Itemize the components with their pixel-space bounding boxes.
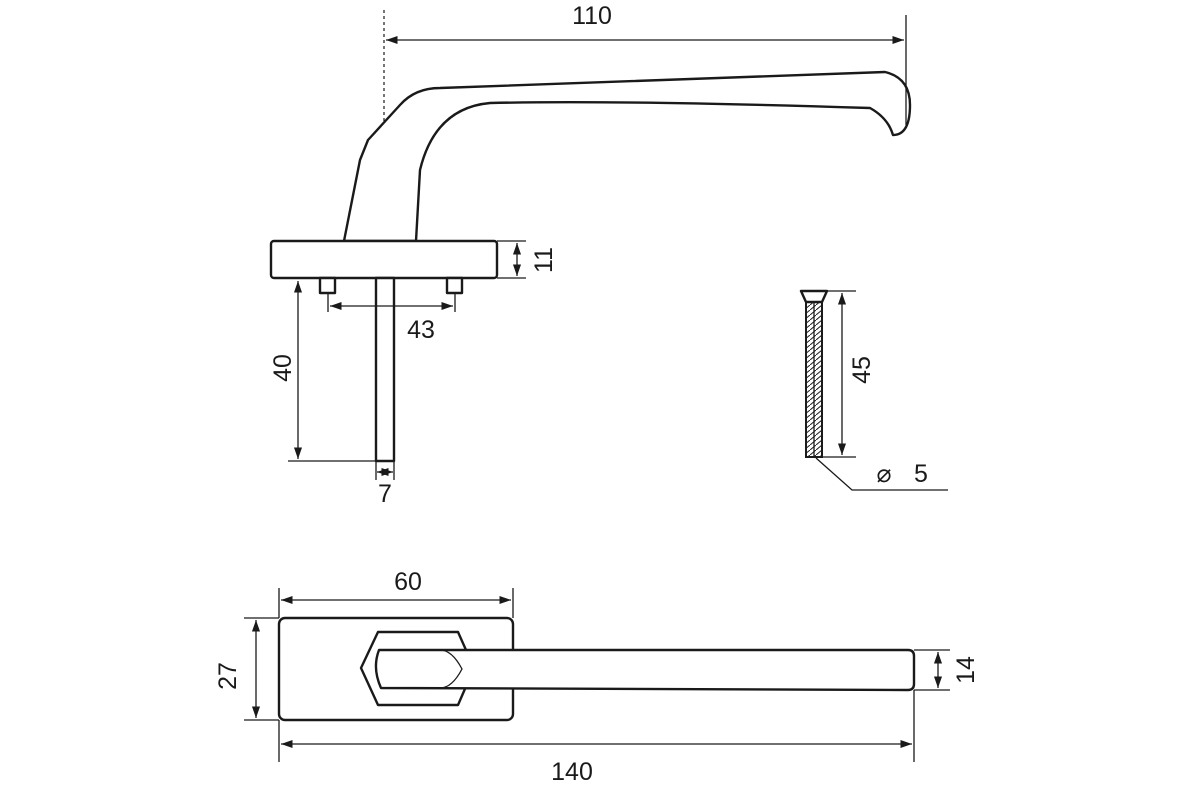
screw-head — [799, 289, 829, 304]
lever-handle-side — [342, 70, 912, 243]
fixing-stud-left — [318, 276, 337, 295]
spindle — [374, 276, 396, 463]
dimension-label-7: 7 — [378, 480, 392, 508]
dimension-label-140: 140 — [551, 758, 593, 786]
dimension-label-45: 45 — [848, 356, 876, 384]
rose-plate-side — [269, 239, 499, 280]
dimension-label-27: 27 — [214, 662, 242, 690]
dimension-label-40: 40 — [269, 354, 297, 382]
fixing-stud-right — [445, 276, 464, 295]
dimension-label-110: 110 — [572, 2, 612, 30]
dimension-label-43: 43 — [407, 316, 435, 344]
dimension-label-60: 60 — [394, 568, 422, 596]
diameter-leader-line — [815, 457, 948, 491]
dimension-label-14: 14 — [952, 656, 980, 684]
side-view: 110 11 43 40 7 — [269, 2, 912, 508]
fixing-screw: 45 ⌀ 5 — [799, 289, 948, 491]
dimension-label-diameter-5: 5 — [914, 460, 928, 488]
lever-arm-top — [374, 648, 916, 692]
top-view: 60 27 14 140 — [214, 568, 980, 786]
lever-neck-contour — [439, 649, 463, 689]
diameter-symbol: ⌀ — [876, 460, 891, 488]
dimension-label-11: 11 — [530, 247, 558, 273]
